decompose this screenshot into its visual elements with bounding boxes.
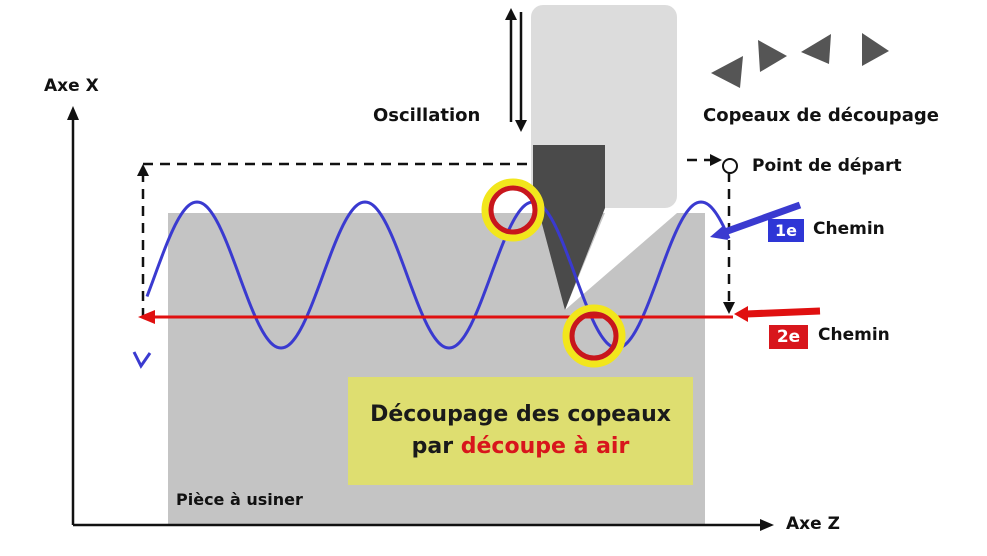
oscillation-label: Oscillation [373, 105, 481, 126]
start-point-label: Point de départ [752, 156, 902, 176]
highlight-circle-peak [481, 178, 545, 242]
path-1-wave [145, 200, 731, 350]
path-2-label: Chemin [818, 325, 890, 345]
chip-triangle-icon [711, 56, 743, 88]
info-box-line-1: Découpage des copeaux [370, 402, 671, 427]
path-1-label: Chemin [813, 219, 885, 239]
chip-triangle-icon [862, 33, 889, 66]
info-box: Découpage des copeaux par découpe à air [348, 377, 693, 485]
dashed-arrow-right [710, 154, 722, 166]
tool-insert [533, 145, 605, 310]
axe-x-label: Axe X [44, 76, 99, 96]
path-2-arrowhead [138, 310, 155, 324]
info-box-line-2: par découpe à air [412, 431, 630, 463]
chips-label: Copeaux de découpage [703, 105, 939, 126]
chip-triangle-icon [801, 34, 831, 64]
start-point-icon [722, 158, 738, 174]
dashed-arrow-down [723, 302, 735, 314]
info-box-prefix: par [411, 434, 461, 459]
info-box-highlight: découpe à air [460, 434, 630, 459]
workpiece-label: Pièce à usiner [176, 490, 303, 509]
path-1-pointer [710, 201, 802, 240]
highlight-circle-trough [562, 304, 626, 368]
path-1-arrowhead [132, 351, 152, 369]
oscillation-arrow [505, 8, 527, 132]
path-1-badge: 1e [768, 219, 804, 242]
x-axis [67, 106, 79, 525]
path-2-badge: 2e [769, 325, 808, 349]
axe-z-label: Axe Z [786, 514, 840, 534]
z-axis [73, 519, 774, 531]
path-2-pointer [734, 306, 821, 322]
chip-triangle-icon [758, 40, 787, 72]
cut-channel [565, 208, 677, 310]
dashed-return-path [141, 158, 731, 318]
dashed-arrow-up [137, 164, 149, 176]
